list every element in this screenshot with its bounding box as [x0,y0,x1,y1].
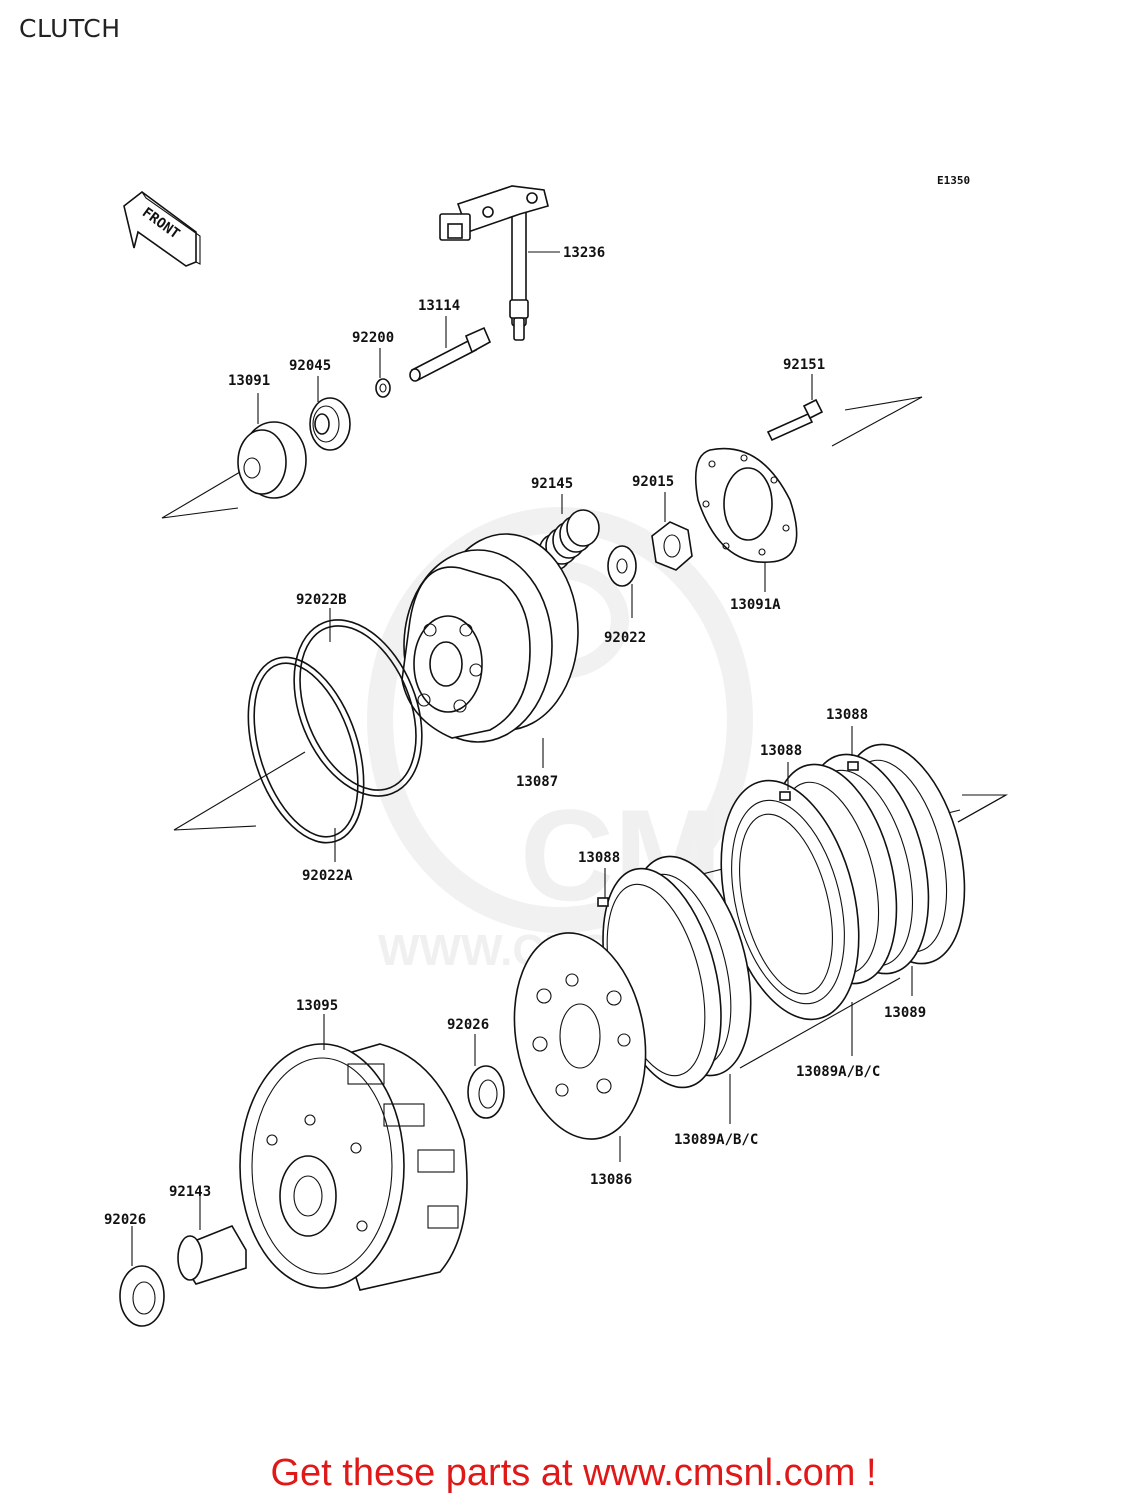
cta-link[interactable]: Get these parts at www.cmsnl.com ! [270,1452,877,1494]
part-label-92022B: 92022B [296,592,347,608]
part-label-13236: 13236 [563,245,605,261]
washer-92200 [375,378,391,398]
part-label-92143: 92143 [169,1184,211,1200]
nut-92015 [651,521,693,571]
part-label-13088-mid: 13088 [760,743,802,759]
pressure-plate-13086 [513,932,647,1140]
part-label-92022A: 92022A [302,868,353,884]
part-label-92022: 92022 [604,630,646,646]
part-label-92015: 92015 [632,474,674,490]
part-label-13088-low: 13088 [578,850,620,866]
push-lever-shaft [439,185,549,341]
spring-92145 [538,509,600,571]
ring-92022A [247,656,365,844]
clutch-housing-13095 [239,1043,468,1291]
plate-13091A [694,447,798,563]
front-arrow-icon: FRONT [123,190,201,267]
part-label-92026-lower: 92026 [104,1212,146,1228]
diagram-code: E1350 [937,174,970,187]
washer-92026-upper [467,1065,505,1119]
part-label-92026-upper: 92026 [447,1017,489,1033]
part-label-13091: 13091 [228,373,270,389]
part-label-92151: 92151 [783,357,825,373]
clutch-hub-13087 [401,533,579,743]
part-label-13088-top: 13088 [826,707,868,723]
push-rod [409,326,492,382]
part-label-92045: 92045 [289,358,331,374]
part-label-92200: 92200 [352,330,394,346]
cap-13091 [237,421,307,499]
part-label-13089ABC-upper: 13089A/B/C [796,1064,880,1080]
ring-92022B [293,619,423,797]
part-label-13114: 13114 [418,298,460,314]
bearing-92045 [309,397,351,451]
washer-92022 [607,545,637,587]
part-label-13095: 13095 [296,998,338,1014]
part-label-92145: 92145 [531,476,573,492]
clutch-plate-stack [597,743,1009,1089]
page-title: CLUTCH [19,14,121,43]
part-label-13089: 13089 [884,1005,926,1021]
washer-92026-lower [119,1265,165,1327]
part-label-13087: 13087 [516,774,558,790]
part-label-13091A: 13091A [730,597,781,613]
part-label-13086: 13086 [590,1172,632,1188]
sleeve-92143 [177,1225,247,1285]
bolt-92151 [766,398,824,442]
part-label-13089ABC-lower: 13089A/B/C [674,1132,758,1148]
